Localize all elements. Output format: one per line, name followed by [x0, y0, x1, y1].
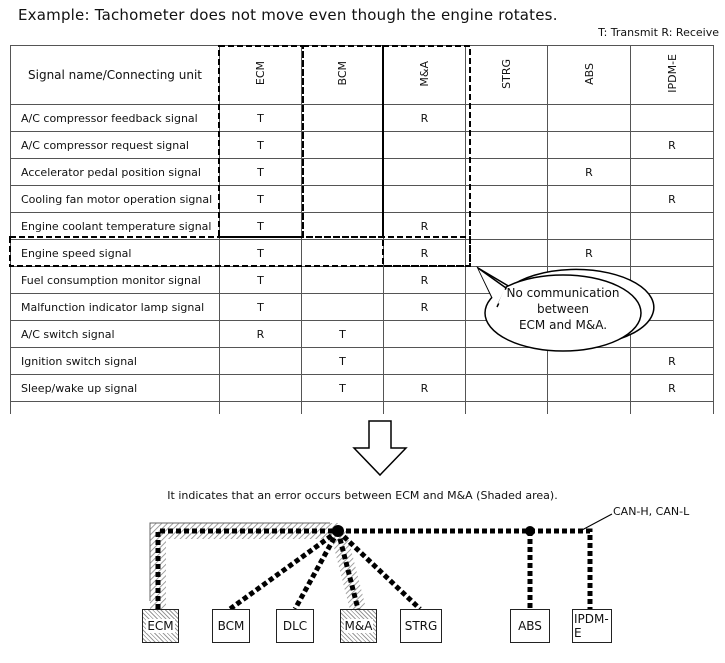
signal-value-cell: T — [301, 320, 384, 348]
signal-value-cell: R — [383, 374, 466, 402]
signal-value-cell — [301, 131, 384, 159]
signal-value-cell: T — [219, 158, 302, 186]
legend: T: Transmit R: Receive — [598, 26, 719, 39]
signal-value-cell — [630, 158, 714, 186]
can-bus-label: CAN-H, CAN-L — [613, 505, 690, 518]
signal-value-cell — [465, 374, 548, 402]
signal-value-cell — [383, 158, 466, 186]
signal-name-cell: Sleep/wake up signal — [10, 374, 220, 402]
signal-value-cell: T — [301, 374, 384, 402]
signal-name-cell: A/C compressor feedback signal — [10, 104, 220, 132]
control-unit-box: STRG — [400, 609, 442, 643]
control-unit-box: BCM — [212, 609, 250, 643]
control-unit-label: M&A — [343, 619, 374, 633]
signal-value-cell — [547, 185, 631, 213]
bcm-area-highlight — [302, 45, 384, 238]
control-unit-label: BCM — [216, 619, 246, 633]
signal-value-cell: R — [630, 131, 714, 159]
table-row-spacer — [10, 401, 714, 414]
signal-value-cell: T — [219, 293, 302, 321]
signal-name-cell: Accelerator pedal position signal — [10, 158, 220, 186]
can-bus-network — [149, 513, 613, 612]
control-unit-box: ECM — [142, 609, 179, 643]
header-signal-name: Signal name/Connecting unit — [10, 45, 220, 105]
signal-value-cell — [465, 158, 548, 186]
callout-text: No communication between ECM and M&A. — [488, 285, 638, 333]
control-unit-label: IPDM-E — [573, 612, 611, 640]
callout-line: No communication — [506, 286, 620, 300]
signal-value-cell: R — [383, 104, 466, 132]
spacer-cell — [630, 401, 714, 414]
signal-name-cell: Malfunction indicator lamp signal — [10, 293, 220, 321]
ecm-column-highlight — [218, 45, 304, 238]
control-unit-box: ABS — [510, 609, 550, 643]
signal-value-cell — [219, 347, 302, 375]
signal-value-cell: R — [630, 374, 714, 402]
control-unit-label: ABS — [517, 619, 543, 633]
column-header: ABS — [547, 45, 631, 105]
signal-name-cell: Engine coolant temperature signal — [10, 212, 220, 240]
control-unit-label: DLC — [281, 619, 309, 633]
control-unit-box: DLC — [276, 609, 314, 643]
signal-value-cell — [547, 131, 631, 159]
signal-value-cell — [465, 104, 548, 132]
signal-name-cell: A/C compressor request signal — [10, 131, 220, 159]
callout-line: ECM and M&A. — [518, 318, 608, 332]
signal-value-cell: T — [219, 104, 302, 132]
diagram-caption: It indicates that an error occurs betwee… — [167, 489, 558, 502]
signal-table: Signal name/Connecting unit ECM BCM M&A … — [10, 45, 714, 414]
callout-ellipse — [484, 274, 642, 352]
control-unit-box: M&A — [340, 609, 377, 643]
control-unit-label: STRG — [403, 619, 439, 633]
engine-speed-row-highlight — [9, 236, 471, 267]
page-title: Example: Tachometer does not move even t… — [18, 6, 558, 24]
control-unit-box: IPDM-E — [572, 609, 612, 643]
ma-column-highlight — [382, 45, 471, 267]
callout-tail-mask — [498, 289, 508, 305]
signal-value-cell — [383, 185, 466, 213]
signal-value-cell — [383, 347, 466, 375]
signal-value-cell: R — [547, 158, 631, 186]
down-arrow-icon — [352, 420, 408, 477]
column-header: IPDM-E — [630, 45, 714, 105]
callout-line: between — [537, 302, 589, 316]
control-unit-label: ECM — [146, 619, 175, 633]
signal-value-cell: T — [219, 266, 302, 294]
signal-value-cell: T — [301, 347, 384, 375]
table-header-row: Signal name/Connecting unit ECM BCM M&A … — [10, 45, 714, 105]
signal-value-cell — [219, 374, 302, 402]
signal-value-cell — [630, 104, 714, 132]
